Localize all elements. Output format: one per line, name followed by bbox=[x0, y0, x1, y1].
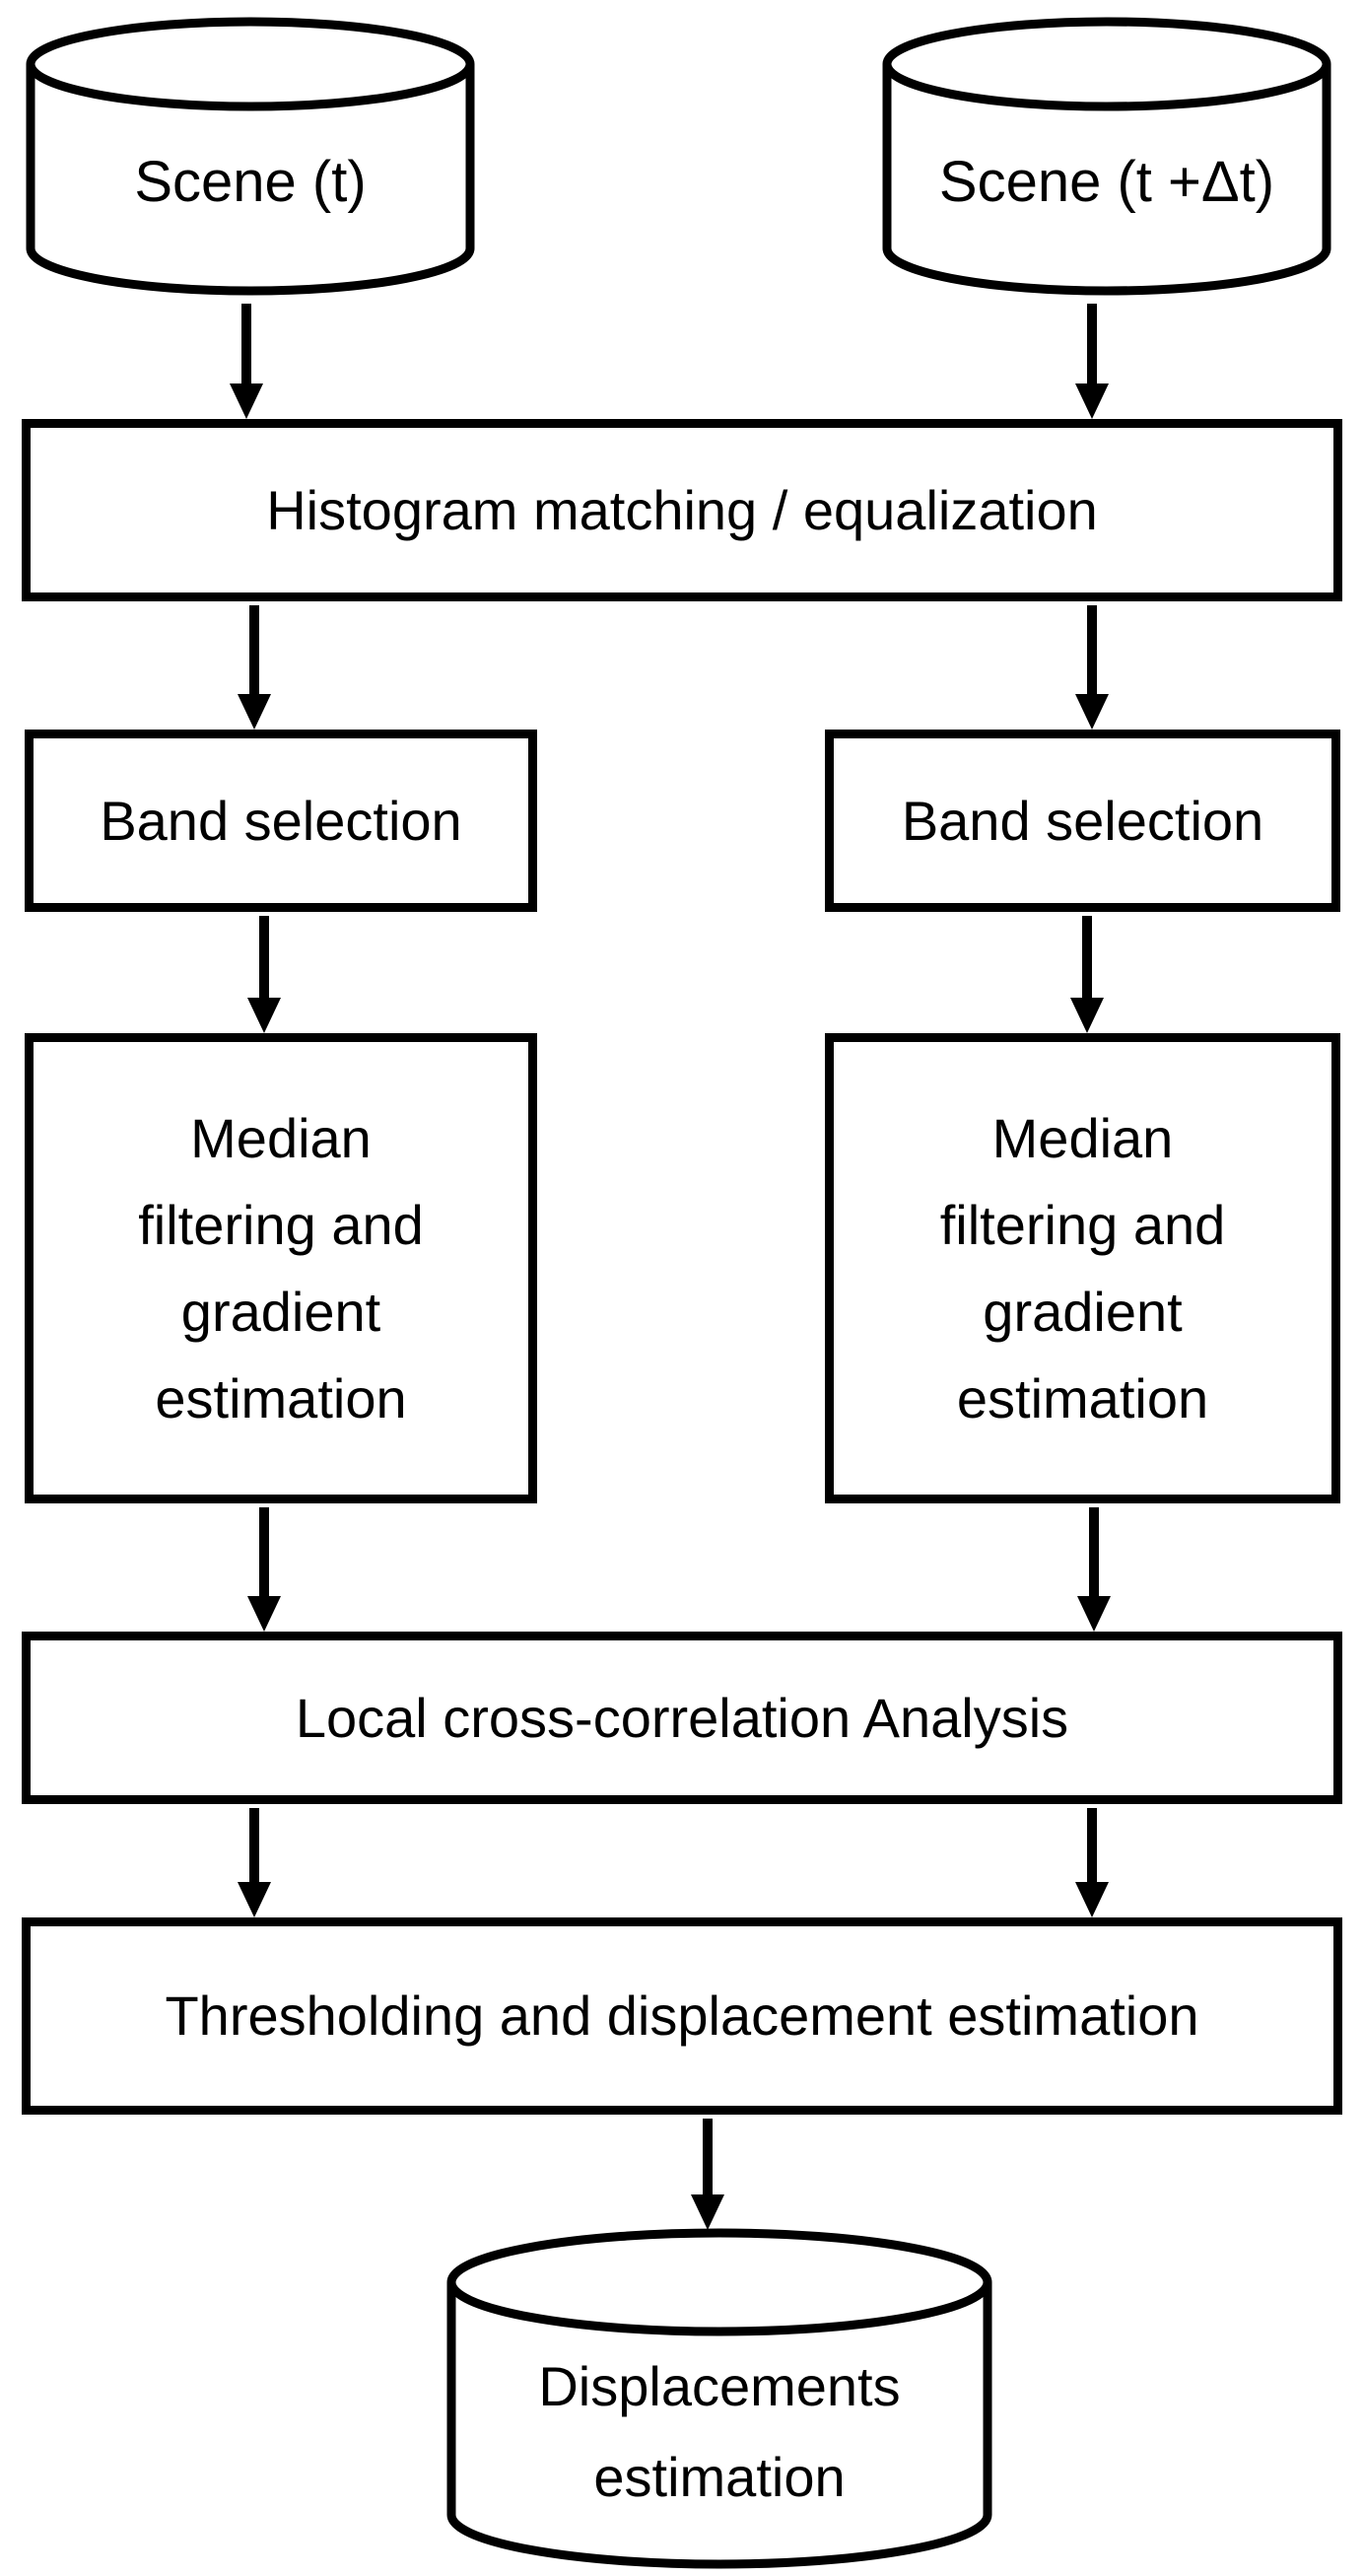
connector-scene-t-dt-to-histogram bbox=[1075, 304, 1109, 419]
connector-median-to-correlation-right bbox=[1077, 1507, 1111, 1632]
connector-scene-t-to-histogram bbox=[230, 304, 263, 419]
node-band-selection-left: Band selection bbox=[25, 730, 537, 912]
connector-correlation-to-thresholding-left bbox=[238, 1808, 271, 1917]
arrow-down-icon bbox=[1070, 998, 1104, 1033]
node-scene-t-dt: Scene (t +Δt) bbox=[881, 17, 1332, 296]
connector-median-to-correlation-left bbox=[247, 1507, 281, 1632]
arrow-down-icon bbox=[238, 694, 271, 730]
arrow-down-icon bbox=[1077, 1596, 1111, 1632]
cylinder-shape bbox=[26, 17, 475, 296]
arrow-down-icon bbox=[691, 2194, 724, 2230]
connector-band-to-median-left bbox=[247, 916, 281, 1033]
arrow-down-icon bbox=[1075, 694, 1109, 730]
arrow-down-icon bbox=[1075, 1882, 1109, 1917]
node-displacements-estimation: Displacements estimation bbox=[445, 2226, 993, 2571]
node-histogram-matching: Histogram matching / equalization bbox=[22, 419, 1342, 601]
node-band-selection-right-label: Band selection bbox=[901, 789, 1264, 852]
node-median-filtering-right-label: Median filtering and gradient estimation bbox=[939, 1106, 1226, 1429]
arrow-down-icon bbox=[230, 383, 263, 419]
connector-histogram-to-band-left bbox=[238, 605, 271, 730]
node-median-filtering-left: Median filtering and gradient estimation bbox=[25, 1033, 537, 1503]
node-cross-correlation: Local cross-correlation Analysis bbox=[22, 1632, 1342, 1804]
arrow-down-icon bbox=[247, 1596, 281, 1632]
connector-correlation-to-thresholding-right bbox=[1075, 1808, 1109, 1917]
connector-thresholding-to-output bbox=[691, 2119, 724, 2230]
node-histogram-matching-label: Histogram matching / equalization bbox=[266, 478, 1098, 541]
node-thresholding: Thresholding and displacement estimation bbox=[22, 1917, 1342, 2115]
node-band-selection-left-label: Band selection bbox=[100, 789, 462, 852]
arrow-down-icon bbox=[247, 998, 281, 1033]
node-median-filtering-left-label: Median filtering and gradient estimation bbox=[138, 1106, 424, 1429]
connector-histogram-to-band-right bbox=[1075, 605, 1109, 730]
cylinder-shape bbox=[882, 17, 1331, 296]
cylinder-shape bbox=[446, 2228, 992, 2569]
node-median-filtering-right: Median filtering and gradient estimation bbox=[825, 1033, 1340, 1503]
node-scene-t: Scene (t) bbox=[25, 17, 476, 296]
arrow-down-icon bbox=[1075, 383, 1109, 419]
node-displacements-estimation-label: Displacements estimation bbox=[538, 2355, 901, 2508]
node-thresholding-label: Thresholding and displacement estimation bbox=[165, 1984, 1199, 2047]
node-scene-t-label: Scene (t) bbox=[134, 149, 367, 214]
node-scene-t-dt-label: Scene (t +Δt) bbox=[938, 149, 1275, 214]
node-band-selection-right: Band selection bbox=[825, 730, 1340, 912]
arrow-down-icon bbox=[238, 1882, 271, 1917]
node-cross-correlation-label: Local cross-correlation Analysis bbox=[295, 1686, 1069, 1749]
connector-band-to-median-right bbox=[1070, 916, 1104, 1033]
